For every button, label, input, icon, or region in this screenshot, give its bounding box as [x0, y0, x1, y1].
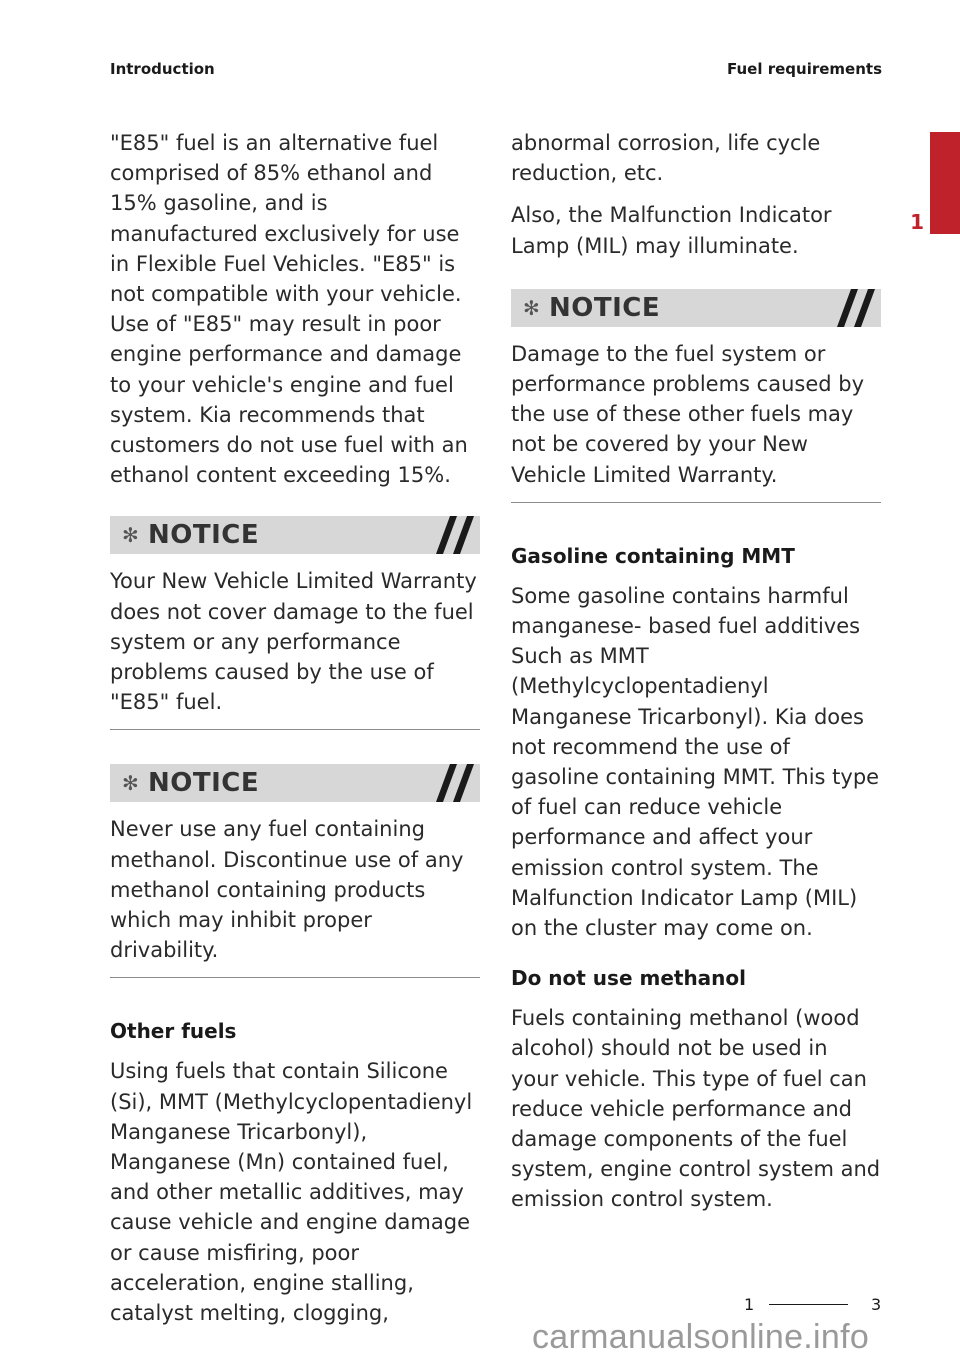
- watermark: carmanualsonline.info: [532, 1318, 870, 1356]
- divider: [110, 977, 480, 979]
- header-topic-title: Fuel requirements: [727, 60, 882, 78]
- notice-title: NOTICE: [148, 768, 260, 799]
- chapter-tab: [930, 132, 960, 234]
- left-column: "E85" fuel is an alternative fuel compri…: [110, 128, 480, 1340]
- methanol-heading: Do not use methanol: [511, 966, 747, 991]
- asterisk-icon: ✻: [122, 523, 139, 548]
- right-column: abnormal corrosion, life cycle reduction…: [511, 128, 881, 1227]
- chapter-tab-number: 1: [910, 210, 924, 234]
- notice-body: Never use any fuel containing methanol. …: [110, 817, 464, 963]
- diagonal-stripes-icon: [837, 288, 875, 327]
- notice-banner: ✻ NOTICE: [511, 288, 881, 327]
- diagonal-stripes-icon: [436, 764, 474, 803]
- diagonal-stripes-icon: [436, 516, 474, 555]
- notice-body: Your New Vehicle Limited Warranty does n…: [110, 569, 477, 715]
- other-fuels-paragraph: Using fuels that contain Silicone (Si), …: [110, 1059, 473, 1326]
- notice-title: NOTICE: [148, 520, 260, 551]
- mmt-heading: Gasoline containing MMT: [511, 543, 795, 568]
- methanol-paragraph: Fuels containing methanol (wood alcohol)…: [511, 1006, 881, 1212]
- mmt-paragraph: Some gasoline contains harmful manganese…: [511, 583, 880, 941]
- footer-divider: [769, 1304, 848, 1305]
- mil-paragraph: Also, the Malfunction Indicator Lamp (MI…: [511, 203, 832, 258]
- header-section-title: Introduction: [110, 60, 215, 78]
- continuation-paragraph: abnormal corrosion, life cycle reduction…: [511, 131, 821, 186]
- divider: [110, 729, 480, 731]
- e85-paragraph: "E85" fuel is an alternative fuel compri…: [110, 131, 468, 488]
- notice-banner: ✻ NOTICE: [110, 516, 480, 555]
- notice-title: NOTICE: [549, 292, 661, 323]
- footer-page-number: 3: [871, 1295, 882, 1314]
- divider: [511, 501, 881, 503]
- notice-banner: ✻ NOTICE: [110, 764, 480, 803]
- asterisk-icon: ✻: [523, 295, 540, 320]
- notice-body: Damage to the fuel system or performance…: [511, 341, 865, 487]
- footer-chapter-number: 1: [744, 1295, 755, 1314]
- other-fuels-heading: Other fuels: [110, 1019, 237, 1044]
- asterisk-icon: ✻: [122, 771, 139, 796]
